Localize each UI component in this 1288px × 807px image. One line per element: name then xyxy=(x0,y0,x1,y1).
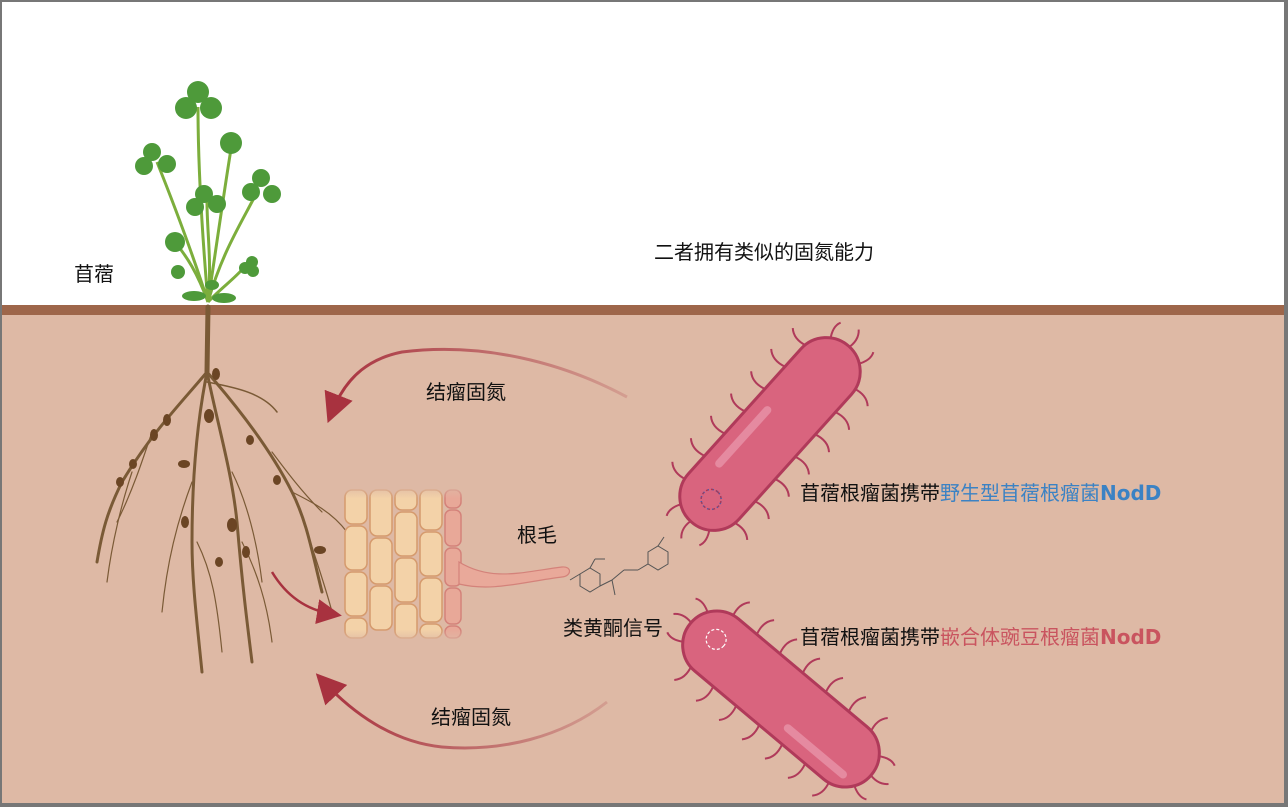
label-gene: NodD xyxy=(1100,625,1162,649)
bacterium-wildtype-icon xyxy=(665,321,875,547)
root-hair-icon xyxy=(458,560,571,588)
nodulation-label-top: 结瘤固氮 xyxy=(426,380,506,404)
nodulation-arrow-top xyxy=(324,347,628,424)
flavonoid-signal-label: 类黄酮信号 xyxy=(563,616,663,640)
alfalfa-plant-icon xyxy=(135,81,281,304)
bacterium-wildtype-label: 苜蓿根瘤菌携带野生型苜蓿根瘤菌NodD xyxy=(800,483,1161,503)
root-system-icon xyxy=(95,304,348,674)
signal-arrow xyxy=(270,571,342,624)
label-highlight: 嵌合体豌豆根瘤菌 xyxy=(940,625,1100,649)
conclusion-label: 二者拥有类似的固氮能力 xyxy=(654,240,874,264)
soil-region xyxy=(2,305,1284,803)
bacterium-chimeric-label: 苜蓿根瘤菌携带嵌合体豌豆根瘤菌NodD xyxy=(800,627,1161,647)
nodulation-label-bottom: 结瘤固氮 xyxy=(431,705,511,729)
root-hair-label: 根毛 xyxy=(517,523,557,547)
bacterium-chimeric-icon xyxy=(666,597,896,801)
nodulation-arrow-bottom xyxy=(315,673,608,750)
label-highlight: 野生型苜蓿根瘤菌 xyxy=(940,481,1100,505)
label-gene: NodD xyxy=(1100,481,1162,505)
root-nodules xyxy=(116,368,326,567)
root-cell-tissue-icon xyxy=(342,486,464,642)
plant-label: 苜蓿 xyxy=(74,262,114,286)
label-prefix: 苜蓿根瘤菌携带 xyxy=(800,481,940,505)
soil-surface xyxy=(2,305,1284,315)
label-prefix: 苜蓿根瘤菌携带 xyxy=(800,625,940,649)
flavonoid-molecule-icon xyxy=(569,536,669,596)
